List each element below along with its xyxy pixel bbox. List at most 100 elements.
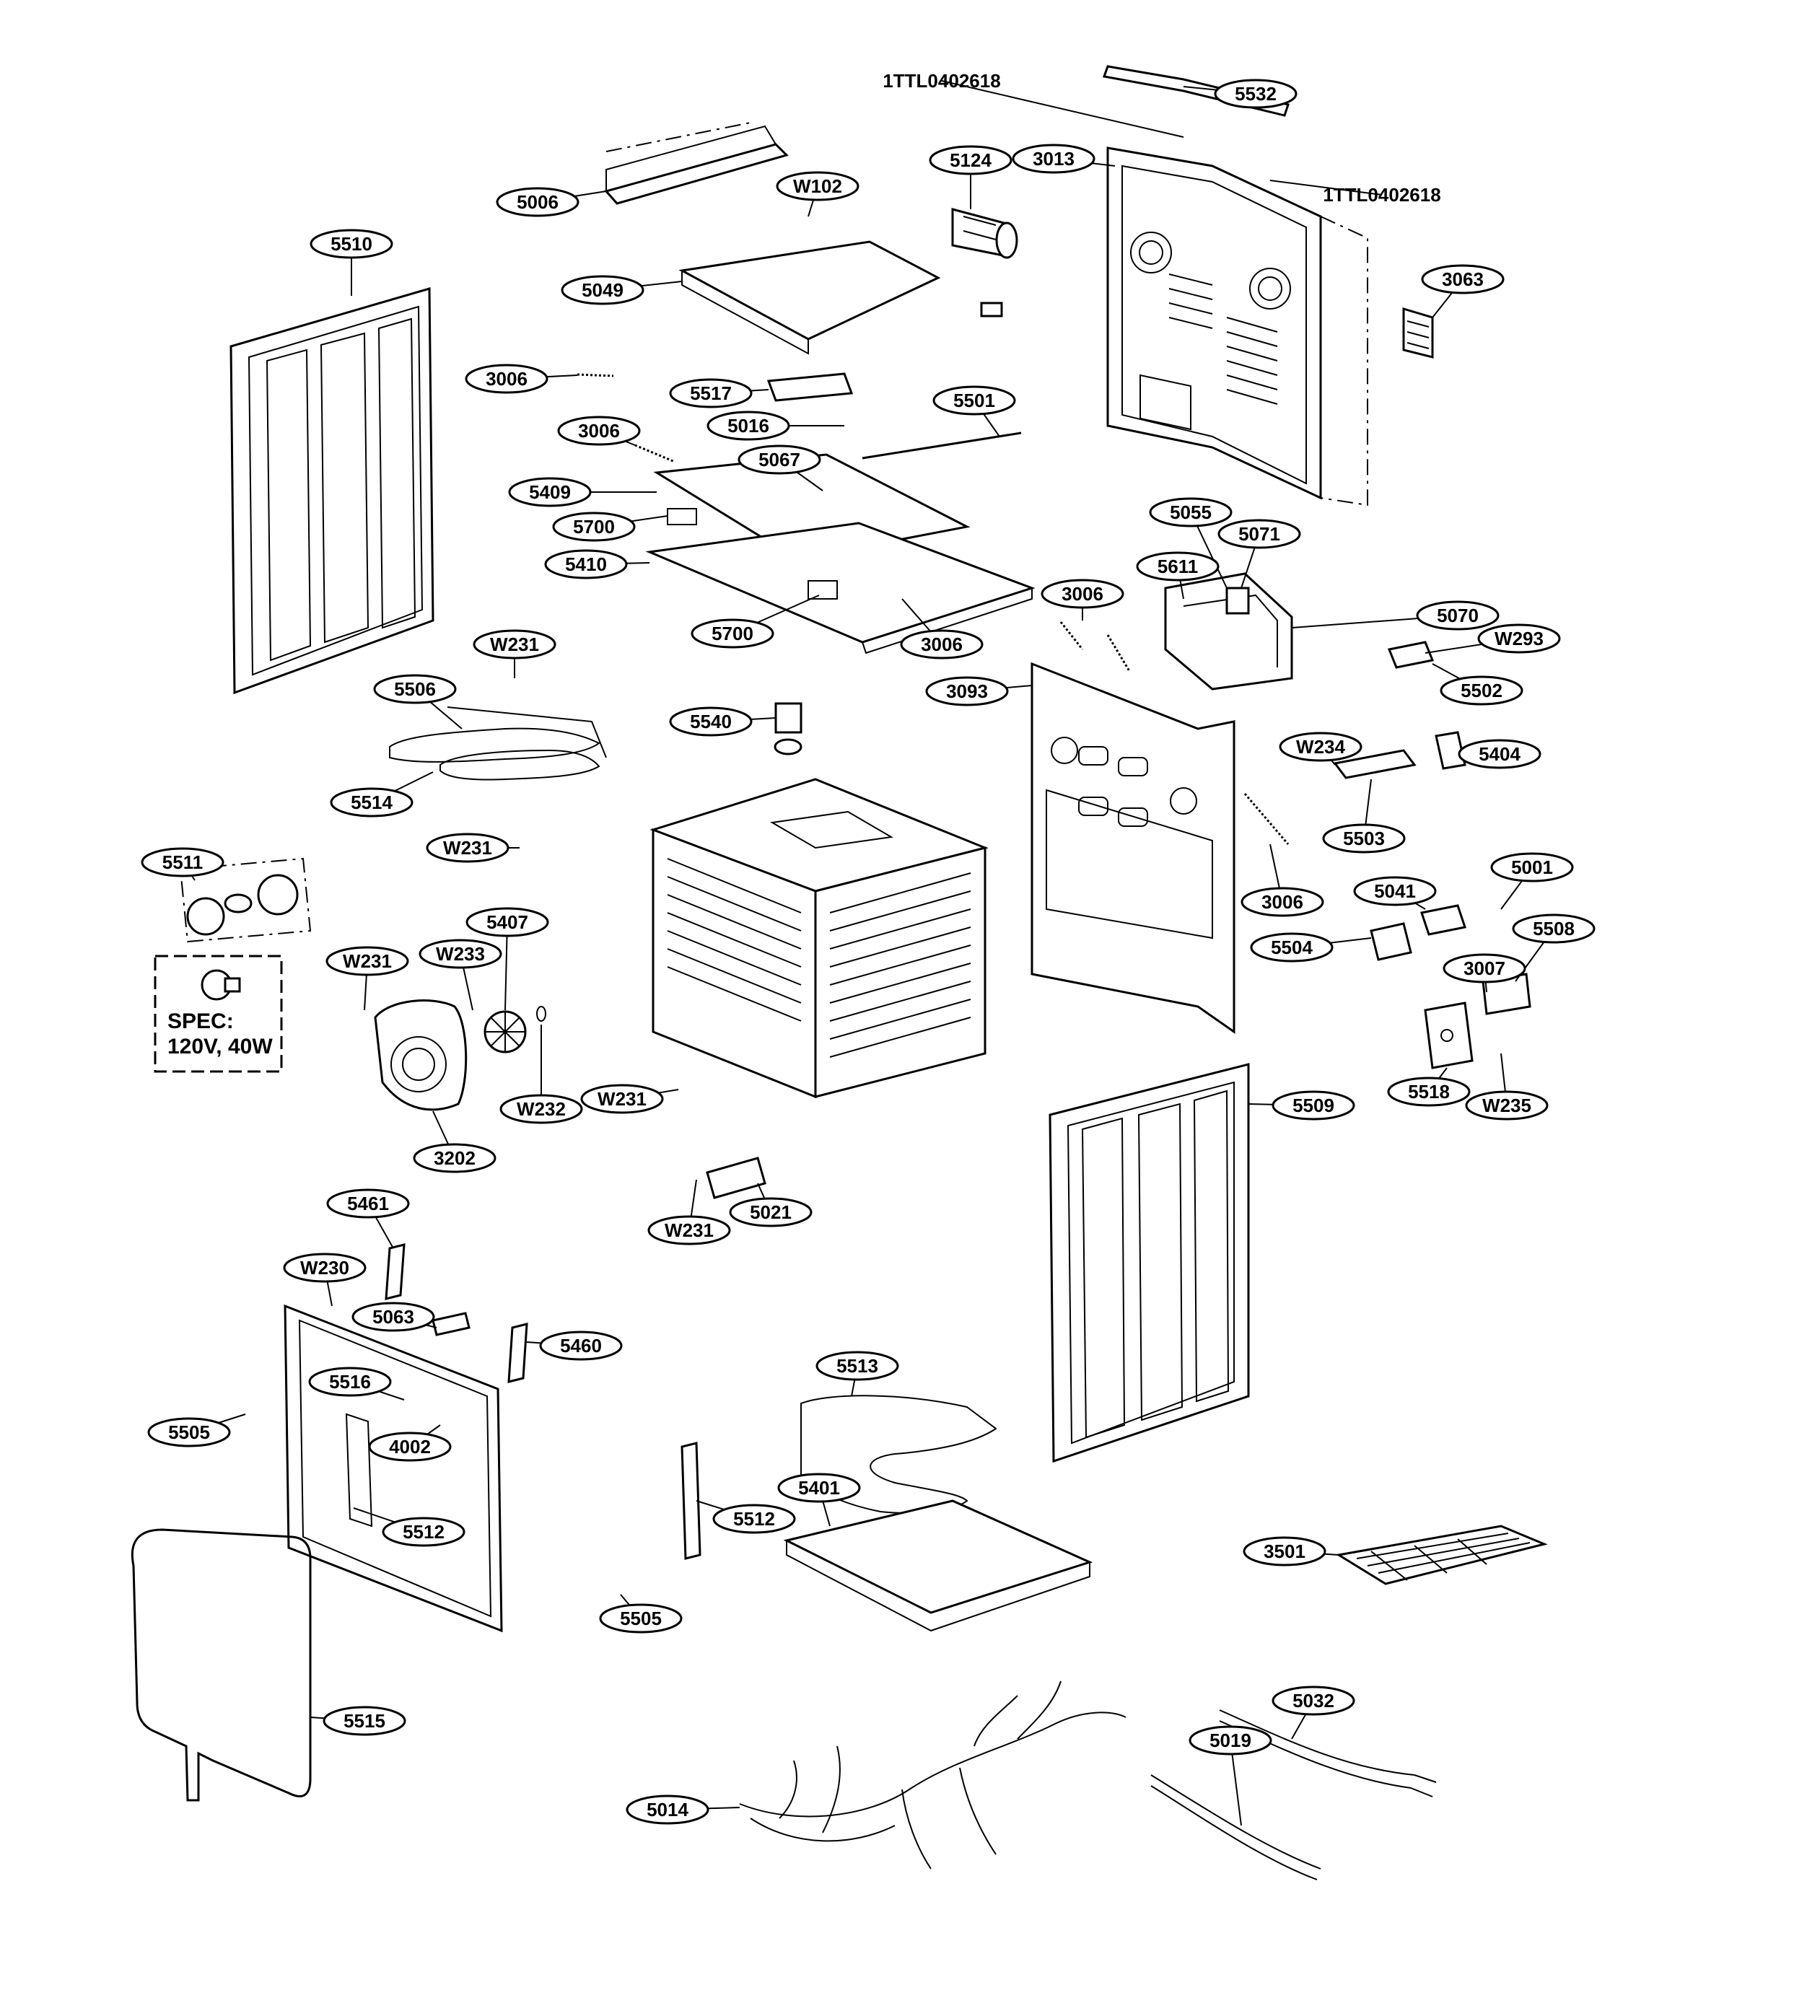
callout-text: 5016 xyxy=(727,415,769,437)
callout-oval xyxy=(1272,1686,1355,1716)
callout-1ttl-top: 1TTL0402618 xyxy=(883,70,1184,138)
callout-3063: 3063 xyxy=(1421,264,1505,318)
part-5512-strip xyxy=(681,1442,701,1560)
callout-oval xyxy=(691,618,774,649)
callout-text: 5512 xyxy=(733,1508,775,1530)
callout-text: 5512 xyxy=(403,1521,445,1543)
callout-5611: 5611 xyxy=(1136,551,1220,600)
part-5515-gasket xyxy=(131,1528,312,1802)
callout-W233: W233 xyxy=(419,939,502,1011)
part-5014-harness xyxy=(739,1680,1126,1870)
callout-5501: 5501 xyxy=(932,385,1016,437)
callout-5700-b: 5700 xyxy=(691,595,820,649)
callout-oval xyxy=(413,1143,496,1173)
callout-text: 5067 xyxy=(758,449,800,470)
callout-5510: 5510 xyxy=(310,229,393,296)
part-oven-cavity xyxy=(649,778,989,1099)
callout-text: 5502 xyxy=(1461,680,1502,701)
callout-oval xyxy=(580,1084,664,1114)
callout-oval xyxy=(1243,1536,1326,1566)
callout-5514: 5514 xyxy=(330,771,434,818)
callout-oval xyxy=(544,549,628,579)
callout-oval xyxy=(1512,913,1596,944)
callout-5502: 5502 xyxy=(1432,663,1523,706)
callout-oval xyxy=(1279,732,1362,762)
callout-oval xyxy=(382,1517,465,1547)
callout-text: 5006 xyxy=(517,191,559,213)
callout-text: 5041 xyxy=(1374,880,1416,902)
callout-5513: 5513 xyxy=(815,1351,899,1397)
callout-text: 3202 xyxy=(434,1147,476,1169)
callout-oval xyxy=(508,477,592,507)
callout-oval xyxy=(1465,1090,1549,1121)
part-5460-hinge xyxy=(507,1323,528,1383)
callout-text: 5508 xyxy=(1533,918,1575,939)
callout-oval xyxy=(1458,739,1541,769)
part-5513-bake-element xyxy=(800,1395,997,1514)
part-5019-cable xyxy=(1150,1774,1321,1880)
callout-5512-a: 5512 xyxy=(353,1507,465,1547)
callout-oval xyxy=(326,1188,410,1219)
callout-oval xyxy=(368,1432,452,1462)
callout-oval xyxy=(373,674,457,704)
part-5506-broil-element xyxy=(389,706,607,781)
part-5063 xyxy=(432,1312,471,1336)
callout-3501: 3501 xyxy=(1243,1536,1339,1566)
callout-3202: 3202 xyxy=(413,1110,496,1173)
callout-oval xyxy=(729,1197,813,1227)
part-5041-board xyxy=(1420,904,1466,936)
part-5049-deflector xyxy=(678,240,941,355)
callout-oval xyxy=(496,187,579,217)
callout-oval xyxy=(473,629,556,659)
callout-5032: 5032 xyxy=(1272,1686,1355,1740)
callout-oval xyxy=(932,385,1016,416)
callout-text: 5401 xyxy=(798,1477,840,1499)
callout-5700-a: 5700 xyxy=(552,512,668,542)
callout-text: 5514 xyxy=(351,792,393,813)
callout-1ttl-right: 1TTL0402618 xyxy=(1269,180,1441,206)
callout-5016: 5016 xyxy=(706,411,844,441)
callout-oval xyxy=(325,946,409,976)
callout-oval xyxy=(1217,519,1301,549)
callout-5019: 5019 xyxy=(1189,1725,1272,1826)
callout-5505-a: 5505 xyxy=(147,1414,246,1447)
callout-oval xyxy=(552,512,636,542)
callout-5511: 5511 xyxy=(141,847,224,881)
callout-oval xyxy=(925,676,1009,706)
callout-5410: 5410 xyxy=(544,549,650,579)
callout-text: 5700 xyxy=(712,623,753,644)
callout-oval xyxy=(323,1706,406,1736)
callout-oval xyxy=(626,1794,709,1825)
callout-text: 5503 xyxy=(1343,828,1385,849)
callout-oval xyxy=(351,1302,435,1332)
part-5006-top-duct xyxy=(604,122,789,205)
callout-5409: 5409 xyxy=(508,477,657,507)
callout-5071: 5071 xyxy=(1217,519,1301,589)
callout-text: 5461 xyxy=(347,1193,389,1214)
spec-label: SPEC: xyxy=(167,1009,234,1033)
callout-text: 4002 xyxy=(389,1436,431,1458)
callout-text: 5021 xyxy=(750,1201,792,1223)
callout-text: 3093 xyxy=(946,680,988,702)
callout-text: 5001 xyxy=(1511,856,1553,878)
callout-5512-b: 5512 xyxy=(696,1500,796,1534)
callout-text: 3006 xyxy=(921,634,963,655)
callout-oval xyxy=(1421,264,1505,294)
part-5503-bracket xyxy=(1333,731,1466,779)
callout-W231-e: W231 xyxy=(647,1179,731,1245)
callout-text: 5070 xyxy=(1437,605,1479,626)
callout-oval xyxy=(147,1417,231,1447)
callout-text: 5404 xyxy=(1479,743,1521,765)
callout-5503: 5503 xyxy=(1322,779,1406,854)
callout-oval xyxy=(647,1215,731,1245)
callout-W102: W102 xyxy=(776,171,859,217)
callout-text: W232 xyxy=(517,1098,566,1120)
callout-5505-b: 5505 xyxy=(599,1594,683,1634)
callout-5516: 5516 xyxy=(308,1367,405,1401)
callout-5540: 5540 xyxy=(669,706,776,737)
callout-text: W102 xyxy=(793,175,842,197)
part-door-frame xyxy=(284,1304,503,1633)
part-5401-bottom-tray xyxy=(783,1499,1093,1632)
callout-oval xyxy=(465,907,549,937)
callout-oval xyxy=(1387,1077,1471,1107)
